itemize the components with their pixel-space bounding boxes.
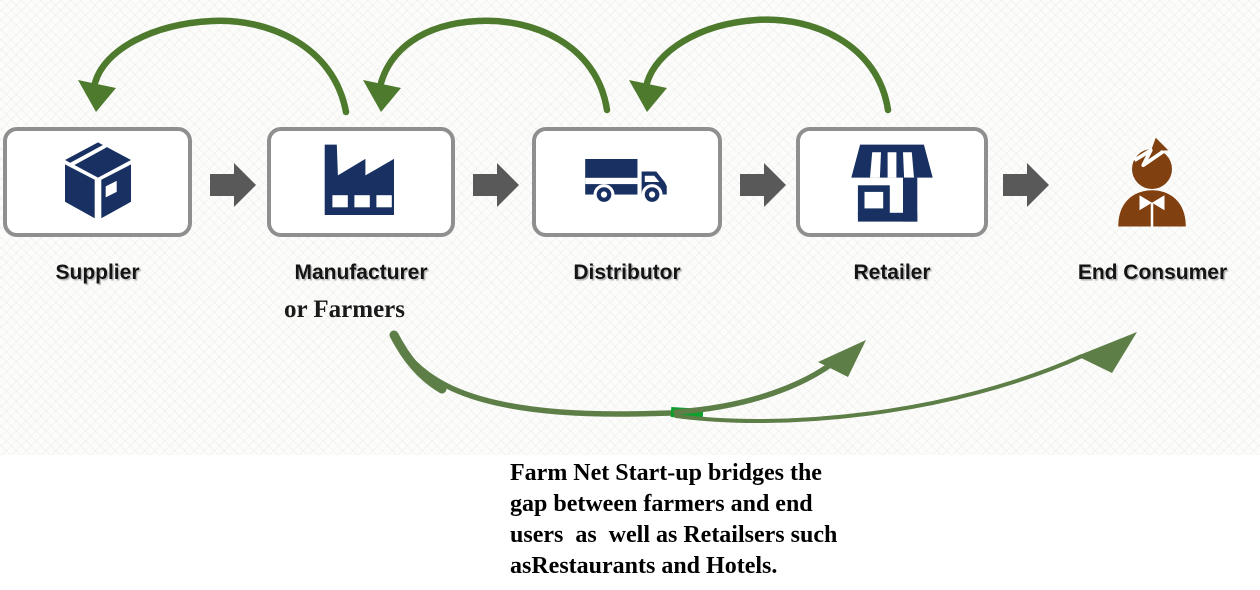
node-end-consumer bbox=[1102, 134, 1202, 234]
annotation-line: asRestaurants and Hotels. bbox=[510, 553, 778, 579]
annotation-line: Farm Net Start-up bridges the bbox=[510, 460, 822, 486]
person-icon bbox=[1118, 137, 1186, 227]
node-label-retailer: Retailer bbox=[853, 261, 931, 284]
node-label-end-consumer: End Consumer bbox=[1077, 261, 1228, 284]
node-box-supplier bbox=[3, 127, 192, 237]
factory-icon bbox=[324, 144, 394, 215]
node-label-distributor: Distributor bbox=[573, 261, 681, 284]
package-icon bbox=[64, 142, 131, 219]
node-box-distributor bbox=[532, 127, 722, 237]
node-box-retailer bbox=[796, 127, 988, 237]
node-box-manufacturer bbox=[267, 127, 455, 237]
node-label-supplier: Supplier bbox=[55, 261, 140, 284]
store-icon bbox=[851, 144, 933, 222]
annotation-text: Farm Net Start-up bridges the gap betwee… bbox=[510, 458, 940, 582]
node-label-manufacturer: Manufacturer bbox=[294, 261, 428, 284]
node-sublabel-or-farmers: or Farmers bbox=[284, 296, 406, 323]
annotation-line: gap between farmers and end bbox=[510, 491, 813, 517]
annotation-line: users as well as Retailsers such bbox=[510, 522, 838, 548]
truck-icon bbox=[585, 159, 667, 205]
